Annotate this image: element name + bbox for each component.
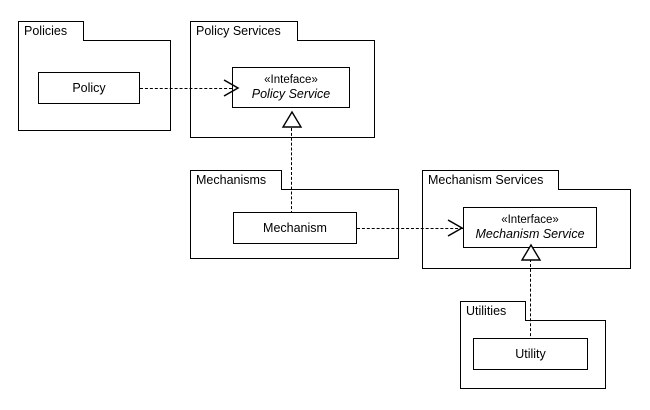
arrowhead-open-mechanism-dependency [447,219,464,237]
class-name-policy: Policy [72,80,106,95]
package-tab-policies[interactable]: Policies [18,21,84,41]
interface-node-policy-service[interactable]: «Inteface» Policy Service [232,67,350,108]
arrowhead-hollow-triangle-mechanism-service [520,243,542,261]
class-name-utility: Utility [515,346,546,361]
package-tab-mechanism-services[interactable]: Mechanism Services [422,170,559,190]
arrowhead-open-policy-dependency [223,79,240,97]
connector-policy-to-policy-service [140,88,232,89]
arrowhead-hollow-triangle-policy-service [281,110,303,128]
package-tab-policy-services[interactable]: Policy Services [190,21,298,41]
package-tab-mechanisms[interactable]: Mechanisms [190,170,282,190]
package-label-mechanisms: Mechanisms [196,173,267,187]
interface-name-policy-service: Policy Service [251,87,331,101]
stereotype-mechanism-service: «Interface» [501,214,559,226]
package-label-mechanism-services: Mechanism Services [428,173,544,187]
connector-utility-to-mechanism-service [530,259,531,346]
class-node-utility[interactable]: Utility [473,338,588,370]
class-node-policy[interactable]: Policy [38,72,140,104]
class-node-mechanism[interactable]: Mechanism [233,212,357,244]
package-label-utilities: Utilities [466,304,507,318]
connector-mechanism-to-policy-service [291,128,292,214]
interface-name-mechanism-service: Mechanism Service [475,227,585,241]
interface-node-mechanism-service[interactable]: «Interface» Mechanism Service [463,207,597,248]
class-name-mechanism: Mechanism [263,220,327,235]
stereotype-policy-service: «Inteface» [264,74,318,86]
connector-mechanism-to-mechanism-service [357,228,463,229]
package-label-policy-services: Policy Services [196,24,281,38]
package-tab-utilities[interactable]: Utilities [460,301,526,321]
package-label-policies: Policies [24,24,68,38]
